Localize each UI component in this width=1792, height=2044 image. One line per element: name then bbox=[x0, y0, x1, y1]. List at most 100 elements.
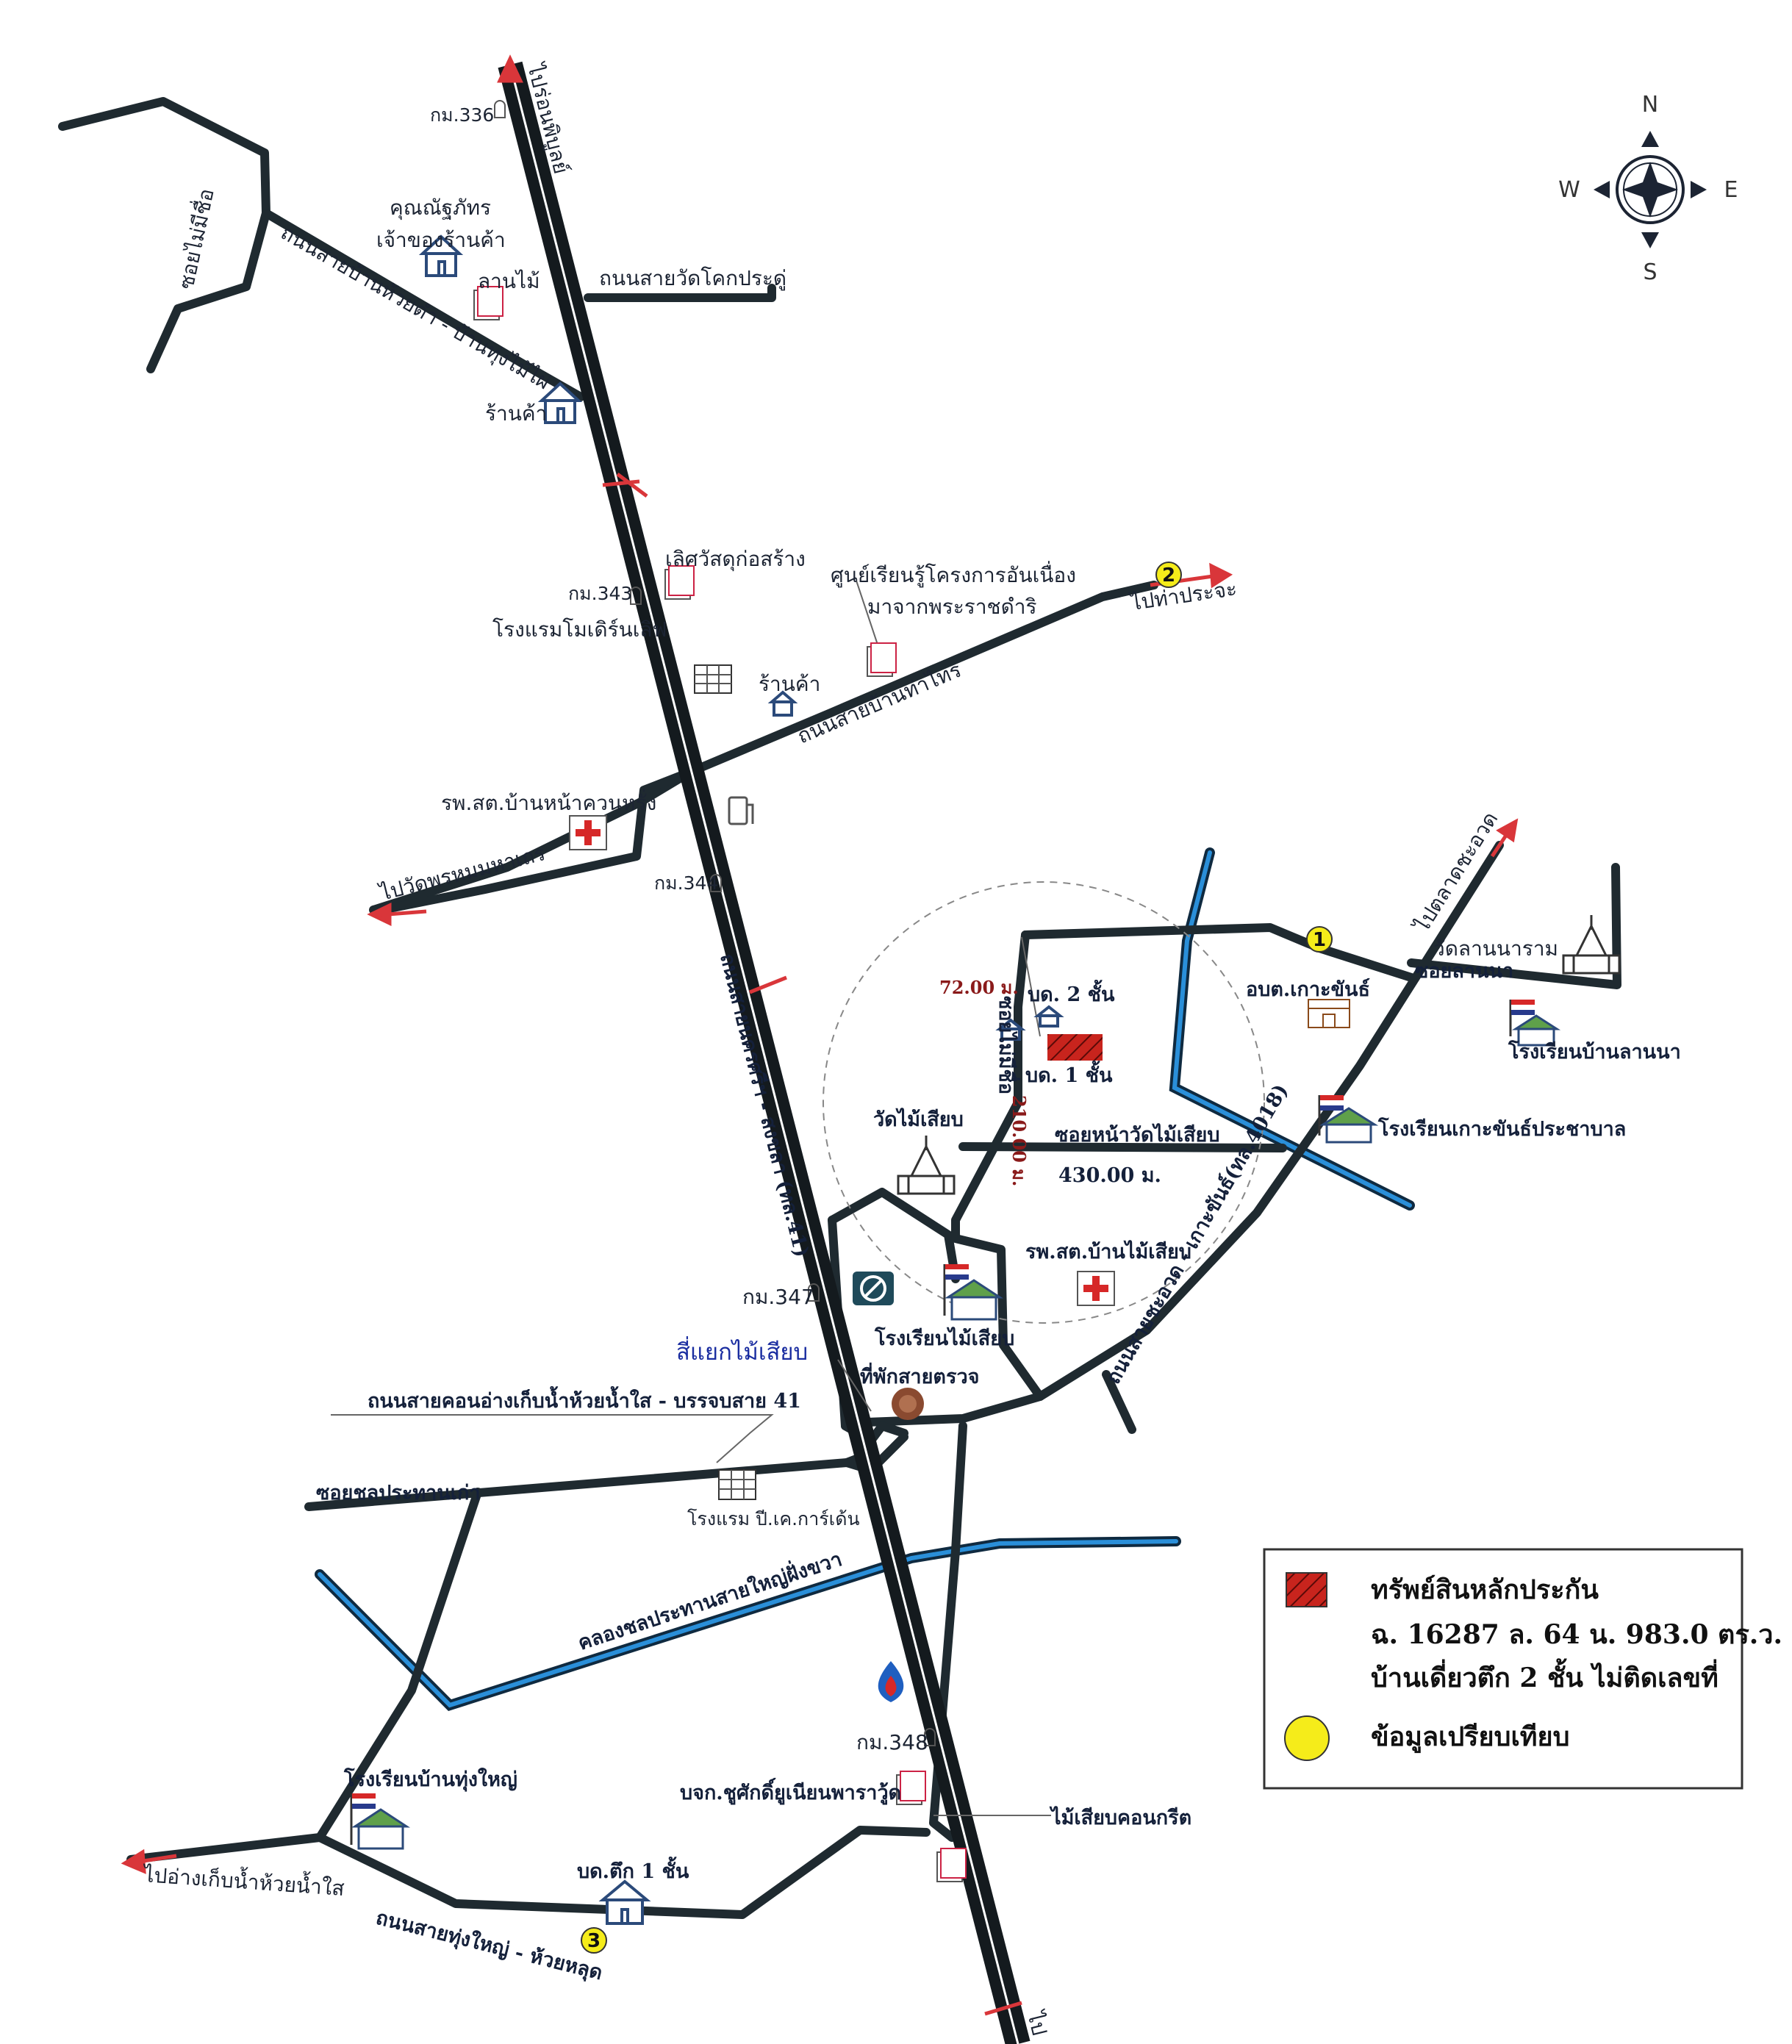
house-icons bbox=[418, 234, 1064, 1925]
shop2-label: ร้านค้า bbox=[759, 672, 820, 696]
km-post-343-icon bbox=[630, 587, 642, 605]
to-ang-kep-nam-label: ไปอ่างเก็บน้ำห้วยน้ำใส bbox=[142, 1860, 345, 1901]
khun-rat-label: คุณณัฐภัทร bbox=[390, 196, 491, 220]
soi-no-name-2 bbox=[841, 930, 1044, 1430]
hotel-pk-icon bbox=[718, 1469, 756, 1500]
road-south-local bbox=[929, 1421, 967, 1842]
marker-3-icon bbox=[581, 1927, 607, 1954]
distance-72-label: 72.00 ม. bbox=[939, 977, 1019, 998]
mai-siap-concrete-label: ไม้เสียบคอนกรีต bbox=[1049, 1806, 1191, 1829]
school-icons bbox=[350, 1000, 1561, 1850]
highway-label: ถนนสายนครศรีฯ - สงขลา (ทล.41) bbox=[715, 951, 813, 1260]
rpst-mai-siap-label: รพ.สต.บ้านไม้เสียบ bbox=[1025, 1240, 1191, 1263]
lert-wat-label: เลิศวัสดุก่อสร้าง bbox=[665, 547, 806, 572]
km336-label: กม.336 bbox=[430, 104, 494, 126]
soi-no-name-1-label: ซอยไม่มีชื่อ bbox=[172, 186, 219, 291]
compass-n: N bbox=[1642, 92, 1658, 118]
soi-na-wat-label: ซอยหน้าวัดไม้เสียบ bbox=[1055, 1123, 1220, 1147]
lan-mai-label: ลานไม้ bbox=[478, 269, 540, 293]
km344-label: กม.344 bbox=[654, 872, 718, 894]
ptt-station-icon bbox=[878, 1661, 904, 1702]
road-koh-khan-north bbox=[1021, 923, 1416, 982]
km347-label: กม.347 bbox=[742, 1285, 814, 1309]
marker-1-icon bbox=[1306, 926, 1333, 953]
compass-w: W bbox=[1558, 177, 1580, 203]
soi-no-name-2-label: ซอยไม่มีชื่อ bbox=[994, 996, 1021, 1094]
wat-lannaram-label: วัดลานนาราม bbox=[1433, 936, 1558, 961]
soi-lannana-label: ซอยลานนา bbox=[1415, 960, 1513, 983]
roads bbox=[58, 97, 1621, 1919]
marker-1-num: 1 bbox=[1313, 929, 1326, 951]
house-1-floor-label: บด.ตึก 1 ชั้น bbox=[577, 1856, 689, 1883]
comparison-markers: 1 2 3 bbox=[581, 562, 1333, 1954]
road-wat-khok-label: ถนนสายวัดโคกประดู่ bbox=[599, 266, 786, 291]
soi-chon-label: ซอยชลประทานเก่า bbox=[316, 1482, 481, 1505]
house-2floor-label: บด. 2 ชั้น bbox=[1028, 979, 1115, 1006]
road-chauat bbox=[1036, 841, 1504, 1401]
road-thung-yai-label: ถนนสายทุ่งใหญ่ - ห้วยหลุด bbox=[373, 1906, 605, 1986]
police-box-label: ที่พักสายตรวจ bbox=[860, 1362, 979, 1388]
school-koh-khan-label: โรงเรียนเกาะขันธ์ประชาบาล bbox=[1377, 1116, 1626, 1141]
hotel-pk-label: โรงแรม ปี.เค.การ์เด้น bbox=[687, 1508, 860, 1530]
arrow-wat-phrom-icon bbox=[387, 909, 427, 917]
khun-rat-2-label: เจ้าของร้านค้า bbox=[376, 228, 506, 252]
marker-2-num: 2 bbox=[1162, 564, 1175, 587]
compass-rose: N S W E bbox=[1558, 92, 1738, 285]
road-lannana bbox=[1407, 863, 1621, 989]
school-thung-yai-icon bbox=[350, 1793, 411, 1850]
road-chauat-spur bbox=[1102, 1370, 1136, 1434]
school-thung-yai-label: โรงเรียนบ้านทุ่งใหญ่ bbox=[343, 1767, 517, 1792]
legend-comparison-swatch bbox=[1284, 1715, 1330, 1761]
school-lannana-icon bbox=[1509, 1000, 1561, 1047]
legend-box bbox=[1263, 1548, 1743, 1790]
house-shop1-icon bbox=[537, 381, 583, 424]
obt-building-icon bbox=[1308, 999, 1350, 1028]
road-don-ang-label: ถนนสายคอนอ่างเก็บน้ำห้วยน้ำใส - บรรจบสาย… bbox=[368, 1385, 801, 1413]
house-shop2-icon bbox=[767, 690, 798, 717]
canal-east bbox=[1169, 847, 1415, 1211]
km-post-347-icon bbox=[808, 1283, 820, 1302]
school-mai-siap-label: โรงเรียนไม้เสียบ bbox=[874, 1326, 1014, 1350]
wat-mai-siap-label: วัดไม้เสียบ bbox=[873, 1108, 964, 1131]
marker-3-num: 3 bbox=[587, 1930, 601, 1952]
compass-s: S bbox=[1643, 259, 1657, 285]
radius-circle bbox=[822, 881, 1265, 1324]
house-2floor-icon bbox=[1033, 1005, 1064, 1028]
hospital-ban-na-icon bbox=[569, 815, 607, 850]
school-mai-siap-icon bbox=[943, 1264, 1004, 1321]
school-koh-khan-icon bbox=[1318, 1095, 1379, 1144]
distance-210-label: 210.00 ม. bbox=[1008, 1095, 1030, 1186]
road-north-west bbox=[58, 97, 270, 218]
arrow-chauat-icon bbox=[1490, 833, 1509, 858]
km-post-344-icon bbox=[710, 874, 722, 892]
hospital-mai-siap-icon bbox=[1077, 1271, 1115, 1306]
bjk-chusak-label: บจก.ชูศักดิ์ยูเนียนพาราวู้ด bbox=[680, 1778, 901, 1805]
compass-e: E bbox=[1724, 177, 1738, 203]
legend-line2: ฉ. 16287 ล. 64 น. 983.0 ตร.ว. bbox=[1371, 1619, 1782, 1650]
arrow-north-icon bbox=[497, 54, 523, 83]
canals bbox=[315, 847, 1415, 1711]
school-lannana-label: โรงเรียนบ้านลานนา bbox=[1508, 1039, 1681, 1064]
legend-collateral-swatch bbox=[1286, 1572, 1327, 1607]
legend-collateral-label: ทรัพย์สินหลักประกัน bbox=[1371, 1574, 1599, 1605]
compass-star-icon bbox=[1622, 162, 1678, 218]
house-thung-yai-icon bbox=[598, 1879, 651, 1925]
temple-lannaram-icon bbox=[1562, 915, 1621, 975]
shop1-label: ร้านค้า bbox=[485, 401, 547, 426]
rpst-ban-na-label: รพ.สต.บ้านหน้าควนหรั่ง bbox=[441, 789, 656, 815]
road-wat-access bbox=[828, 1188, 960, 1283]
temple-mai-siap-icon bbox=[897, 1136, 956, 1195]
hospital-icons bbox=[569, 815, 1115, 1306]
km-post-icons bbox=[494, 100, 936, 1746]
legend-line3: บ้านเดี่ยวตึก 2 ชั้น ไม่ติดเลขที่ bbox=[1371, 1658, 1718, 1693]
marker-2-icon bbox=[1155, 562, 1182, 588]
soi-no-name-1 bbox=[146, 209, 270, 373]
misc-icons bbox=[853, 1034, 1103, 1702]
soi-na-wat bbox=[958, 1142, 1287, 1152]
hotel-modern-label: โรงแรมโมเดิร์นเลิฟ bbox=[492, 617, 667, 642]
house-1floor-label: บด. 1 ชั้น bbox=[1025, 1060, 1113, 1087]
legend-comparison-label: ข้อมูลเปรียบเทียบ bbox=[1371, 1721, 1569, 1754]
road-wat-khok bbox=[584, 284, 776, 302]
obt-koh-khan-label: อบต.เกาะขันธ์ bbox=[1246, 978, 1370, 1001]
